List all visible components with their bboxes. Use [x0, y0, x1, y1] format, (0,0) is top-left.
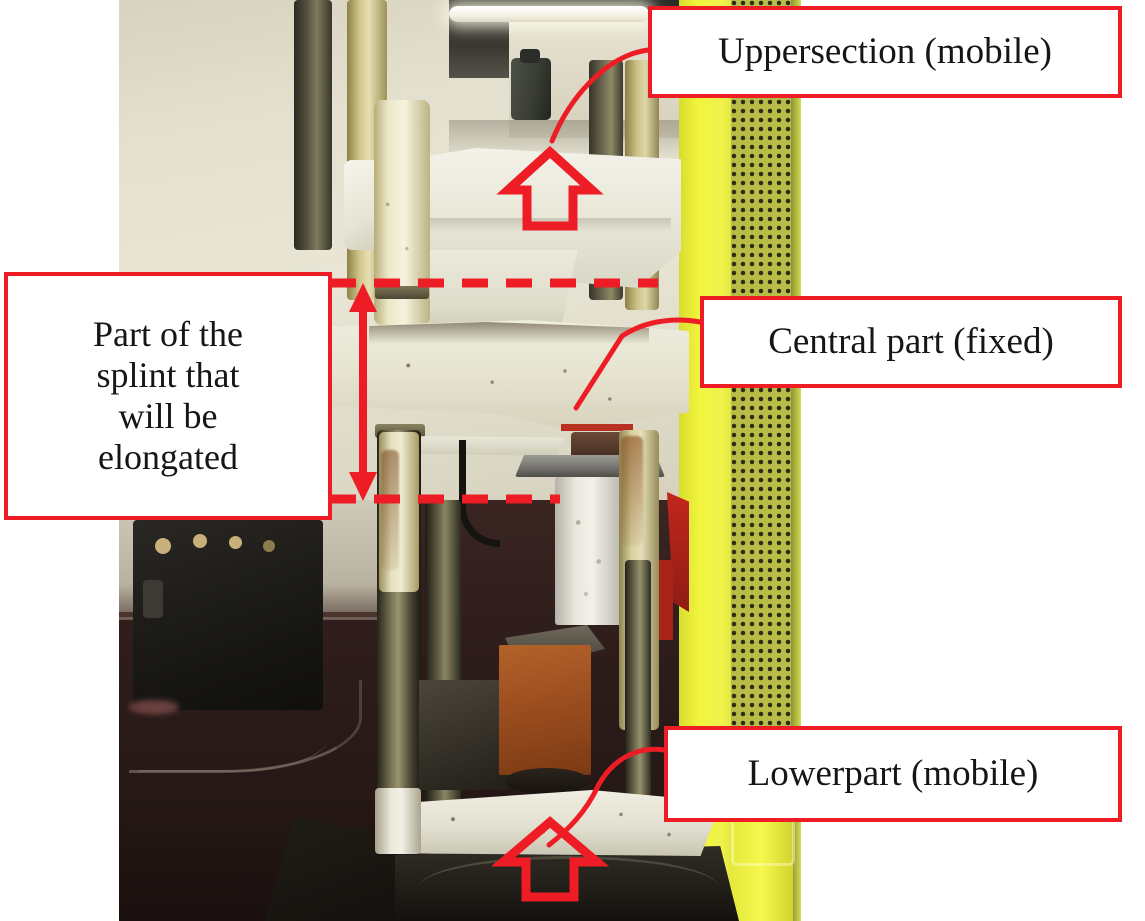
label-central-part: Central part (fixed): [700, 296, 1122, 388]
label-lowerpart-text: Lowerpart (mobile): [747, 752, 1039, 794]
background-motor: [511, 49, 551, 120]
ram-collar-upper: [375, 286, 429, 299]
label-uppersection-text: Uppersection (mobile): [718, 30, 1052, 72]
label-splint-line-2: splint that: [96, 354, 240, 395]
specimen-cylinder: [555, 477, 627, 625]
background-red-part: [659, 560, 673, 640]
specimen-cylinder-speckle: [559, 490, 623, 620]
label-splint-line-1: Part of the: [93, 313, 243, 354]
guard-mesh-edge: [791, 0, 801, 921]
label-lowerpart: Lowerpart (mobile): [664, 726, 1122, 822]
lower-column-sleeve: [375, 788, 421, 854]
equipment-knob: [263, 540, 275, 552]
floor-cable: [139, 700, 329, 772]
central-block-speckle: [369, 350, 649, 420]
equipment-knob: [229, 536, 242, 549]
lower-grey-block: [419, 680, 509, 790]
machine-base-arc: [419, 856, 719, 919]
floor-highlight: [129, 700, 179, 714]
ceiling-lamp: [449, 6, 649, 22]
lower-base-plate-speckle: [399, 800, 699, 848]
background-equipment: [133, 520, 323, 710]
rust-block-foot: [505, 768, 589, 794]
label-central-part-text: Central part (fixed): [768, 320, 1054, 362]
label-uppersection: Uppersection (mobile): [648, 6, 1122, 98]
equipment-knob: [155, 538, 171, 554]
label-splint-line-3: will be: [118, 396, 218, 436]
label-splint-line-4: elongated: [98, 437, 238, 478]
equipment-panel: [143, 580, 163, 618]
label-splint-elongated: Part of the splint that will be elongate…: [4, 272, 332, 520]
guide-column-right-rust: [621, 436, 643, 546]
guide-column-upper-left-dark: [294, 0, 332, 250]
load-cell-red-marking: [561, 424, 633, 431]
rust-block: [499, 645, 591, 775]
guide-column-left-rust: [381, 450, 399, 570]
equipment-knob: [193, 534, 207, 548]
